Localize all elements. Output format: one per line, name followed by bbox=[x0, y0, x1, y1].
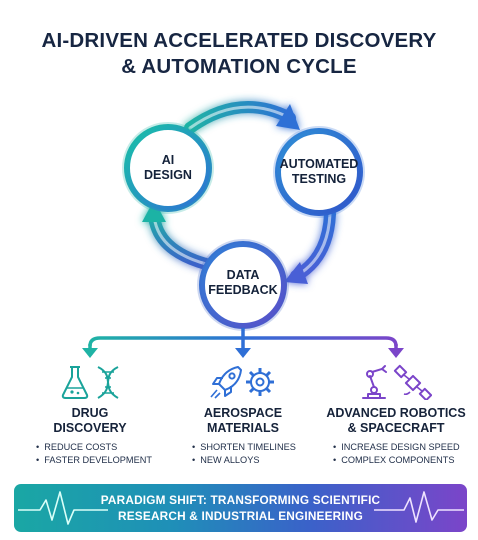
drug-discovery-title-line2: DISCOVERY bbox=[53, 421, 127, 435]
arrowhead-right bbox=[284, 262, 308, 284]
drug-discovery-bullets: REDUCE COSTS FASTER DEVELOPMENT bbox=[36, 441, 152, 467]
node-automated-testing-line2: TESTING bbox=[291, 172, 347, 186]
bullet-item: SHORTEN TIMELINES bbox=[192, 441, 296, 454]
bullet-item: COMPLEX COMPONENTS bbox=[333, 454, 460, 467]
title-line-1: AI-DRIVEN ACCELERATED DISCOVERY bbox=[41, 29, 437, 52]
node-data-feedback-line1: DATA bbox=[226, 268, 260, 282]
gear-icon bbox=[246, 368, 274, 396]
pulse-line-left-icon bbox=[18, 491, 108, 525]
pulse-line-right-icon bbox=[374, 491, 464, 523]
robotics-spacecraft-title-line1: ADVANCED ROBOTICS bbox=[326, 406, 466, 420]
bullet-item: FASTER DEVELOPMENT bbox=[36, 454, 152, 467]
bullet-item: INCREASE DESIGN SPEED bbox=[333, 441, 459, 454]
branch-arrow-center bbox=[235, 348, 251, 358]
cycle-arrows bbox=[142, 101, 336, 284]
branch-arrow-right bbox=[388, 348, 404, 358]
robotics-spacecraft-title: ADVANCED ROBOTICS & SPACECRAFT bbox=[326, 406, 466, 436]
drug-discovery-title-line1: DRUG bbox=[71, 406, 109, 420]
flask-icon bbox=[61, 366, 89, 399]
arrowhead-left bbox=[142, 200, 166, 222]
node-ai-design-line2: DESIGN bbox=[144, 168, 192, 182]
aerospace-materials-bullets: SHORTEN TIMELINES NEW ALLOYS bbox=[192, 441, 296, 467]
node-ring-automated-testing bbox=[275, 128, 363, 216]
node-ai-design: AI DESIGN bbox=[128, 153, 208, 183]
drug-discovery-title: DRUG DISCOVERY bbox=[30, 406, 150, 436]
node-automated-testing: AUTOMATED TESTING bbox=[279, 157, 359, 187]
rocket-icon bbox=[210, 366, 242, 399]
robot-arm-icon bbox=[362, 365, 387, 399]
robotics-spacecraft-icons bbox=[362, 364, 432, 400]
aerospace-materials-title-line1: AEROSPACE bbox=[203, 406, 283, 420]
aerospace-materials-title: AEROSPACE MATERIALS bbox=[183, 406, 303, 436]
bullet-item: NEW ALLOYS bbox=[192, 454, 296, 467]
aerospace-materials-title-line2: MATERIALS bbox=[207, 421, 279, 435]
node-ai-design-line1: AI bbox=[161, 153, 175, 167]
robotics-spacecraft-bullets: INCREASE DESIGN SPEED COMPLEX COMPONENTS bbox=[333, 441, 460, 467]
satellite-icon bbox=[393, 364, 432, 400]
node-ring-data-feedback bbox=[199, 241, 287, 329]
robotics-spacecraft-title-line2: & SPACECRAFT bbox=[347, 421, 445, 435]
branch-connectors bbox=[82, 328, 404, 358]
banner-line-2: RESEARCH & INDUSTRIAL ENGINEERING bbox=[118, 509, 363, 523]
arrowhead-top bbox=[276, 104, 300, 130]
node-data-feedback-line2: FEEDBACK bbox=[208, 283, 278, 297]
banner-line-1: PARADIGM SHIFT: TRANSFORMING SCIENTIFIC bbox=[100, 493, 381, 507]
paradigm-shift-banner: PARADIGM SHIFT: TRANSFORMING SCIENTIFIC … bbox=[14, 484, 467, 532]
title-line-2: & AUTOMATION CYCLE bbox=[121, 55, 357, 78]
aerospace-materials-icons bbox=[210, 366, 274, 399]
banner-text: PARADIGM SHIFT: TRANSFORMING SCIENTIFIC … bbox=[14, 492, 467, 524]
bullet-item: REDUCE COSTS bbox=[36, 441, 152, 454]
page-title: AI-DRIVEN ACCELERATED DISCOVERY & AUTOMA… bbox=[0, 28, 478, 80]
node-data-feedback: DATA FEEDBACK bbox=[203, 268, 283, 298]
branch-arrow-left bbox=[82, 348, 98, 358]
node-ring-ai-design bbox=[124, 124, 212, 212]
dna-icon bbox=[97, 366, 119, 399]
node-automated-testing-line1: AUTOMATED bbox=[279, 157, 359, 171]
drug-discovery-icons bbox=[61, 366, 119, 399]
